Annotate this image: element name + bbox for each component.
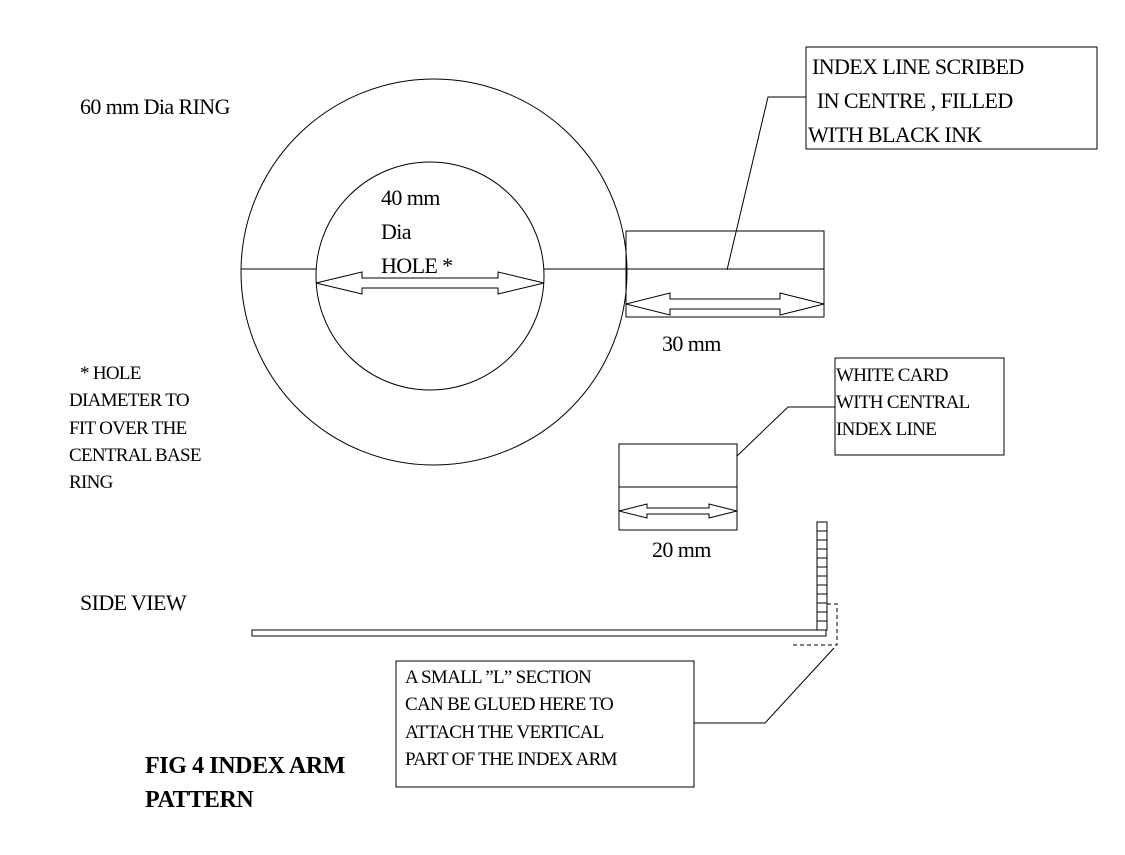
white-card-note-line1: WHITE CARD [836, 365, 948, 386]
l-section-outline [792, 603, 838, 646]
white-card-leader [736, 406, 835, 457]
index-line-note-line1: INDEX LINE SCRIBED [812, 54, 1024, 79]
hole-note-line5: RING [69, 472, 114, 493]
side-view-label: SIDE VIEW [80, 590, 187, 615]
side-view-arm-bar [251, 629, 827, 637]
hole-label-line2: Dia [381, 219, 412, 244]
arm-width-label: 30 mm [662, 331, 721, 356]
arm-width-arrow [625, 292, 825, 316]
figure-caption-line1: FIG 4 INDEX ARM [145, 753, 345, 779]
l-section-leader [694, 647, 835, 724]
hole-diameter-arrow [315, 271, 545, 295]
card-width-arrow [618, 503, 738, 519]
white-card-note-line3: INDEX LINE [836, 419, 936, 440]
hole-note-line2: DIAMETER TO [69, 390, 189, 411]
l-section-note-line2: CAN BE GLUED HERE TO [405, 694, 613, 715]
card-width-label: 20 mm [652, 537, 711, 562]
inner-hole-circle [315, 161, 545, 391]
figure-caption-line2: PATTERN [145, 787, 254, 813]
index-line-note-line3: WITH BLACK INK [808, 122, 982, 147]
hole-note-line3: FIT OVER THE [69, 418, 187, 439]
white-card-note-line2: WITH CENTRAL [836, 392, 970, 413]
hole-label-line1: 40 mm [381, 185, 440, 210]
outer-ring-circle [240, 78, 628, 466]
white-card-note-box [834, 357, 1005, 456]
l-section-note-line4: PART OF THE INDEX ARM [405, 749, 618, 770]
hole-note-line1: * HOLE [80, 363, 141, 384]
l-section-note-line3: ATTACH THE VERTICAL [405, 722, 604, 743]
index-line-note-box [805, 46, 1098, 150]
l-section-note-line1: A SMALL ”L” SECTION [405, 667, 592, 688]
index-line-leader [726, 96, 806, 271]
side-view-vertical-ticks [817, 530, 827, 622]
l-section-note-box [395, 660, 695, 788]
hole-note-line4: CENTRAL BASE [69, 445, 201, 466]
hole-label-line3: HOLE * [381, 253, 453, 278]
index-line-note-line2: IN CENTRE , FILLED [812, 88, 1013, 113]
arm-rectangle [625, 230, 825, 318]
ring-diameter-label: 60 mm Dia RING [80, 94, 231, 119]
